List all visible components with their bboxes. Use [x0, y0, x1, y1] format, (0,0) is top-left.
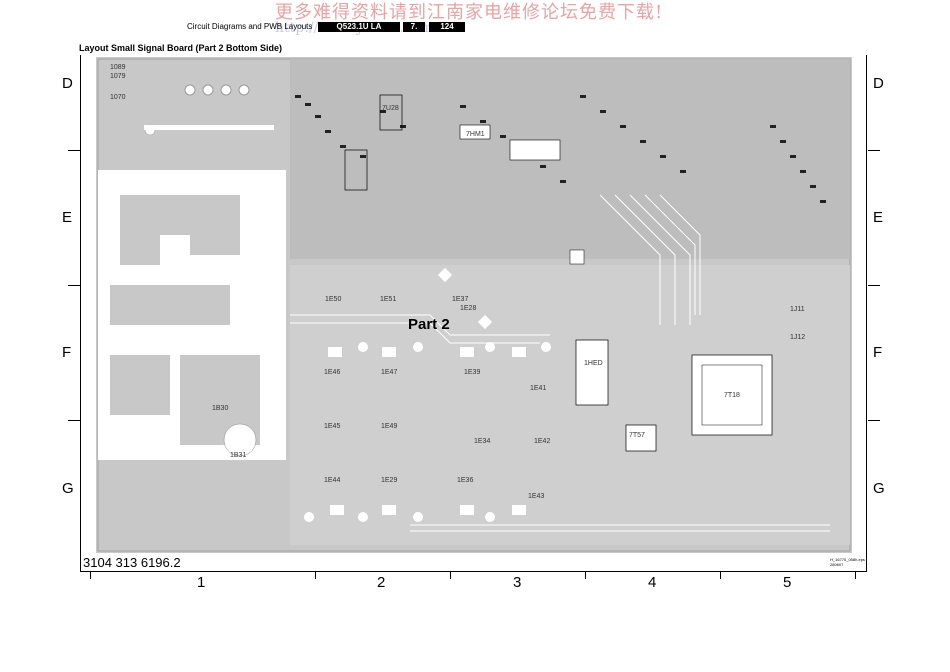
watermark-text: 更多难得资料请到江南家电维修论坛免费下载! [275, 2, 664, 23]
pcb-svg [96, 57, 852, 553]
comp-1hed: 1HED [584, 360, 603, 367]
comp-1e44: 1E44 [324, 477, 341, 484]
comp-7t18: 7T18 [724, 392, 740, 399]
comp-1e41: 1E41 [530, 385, 547, 392]
comp-1j12: 1J12 [790, 334, 806, 341]
pcb-layout [80, 55, 867, 572]
grid-row-d-left: D [62, 75, 73, 92]
comp-1b31: 1B31 [230, 452, 247, 459]
comp-1e49: 1E49 [381, 423, 398, 430]
part-label: Part 2 [408, 316, 450, 333]
comp-1e28: 1E28 [460, 305, 477, 312]
comp-1e50: 1E50 [325, 296, 342, 303]
grid-row-g-left: G [62, 480, 74, 497]
section-label: Circuit Diagrams and PWB Layouts [187, 22, 313, 31]
grid-row-e-right: E [873, 209, 884, 226]
grid-row-f-right: F [873, 344, 883, 361]
comp-1e29: 1E29 [381, 477, 398, 484]
comp-7u28: 7U28 [382, 105, 399, 112]
grid-row-g-right: G [873, 480, 885, 497]
comp-1070: 1070 [110, 94, 126, 101]
grid-row-d-right: D [873, 75, 884, 92]
grid-col-5: 5 [783, 574, 792, 591]
comp-1e36: 1E36 [457, 477, 474, 484]
frame-left [80, 55, 81, 572]
grid-col-2: 2 [377, 574, 386, 591]
comp-1089: 1089 [110, 64, 126, 71]
comp-1e46: 1E46 [324, 369, 341, 376]
comp-1e39: 1E39 [464, 369, 481, 376]
grid-row-f-left: F [62, 344, 72, 361]
comp-1e42: 1E42 [534, 438, 551, 445]
comp-1e37: 1E37 [452, 296, 469, 303]
comp-1e45: 1E45 [324, 423, 341, 430]
file-reference: H_16770_058h.eps 280607 [830, 557, 865, 567]
grid-col-3: 3 [513, 574, 522, 591]
grid-col-1: 1 [197, 574, 206, 591]
comp-1e34: 1E34 [474, 438, 491, 445]
comp-1e47: 1E47 [381, 369, 398, 376]
comp-1e43: 1E43 [528, 493, 545, 500]
part-number: 3104 313 6196.2 [83, 555, 181, 570]
grid-col-4: 4 [648, 574, 657, 591]
model-box: Q523.1U LA [318, 22, 400, 32]
chapter-box: 7. [403, 22, 425, 32]
comp-7t57: 7T57 [629, 432, 645, 439]
comp-1j11: 1J11 [790, 306, 805, 313]
comp-1e51: 1E51 [380, 296, 397, 303]
comp-1079: 1079 [110, 73, 126, 80]
frame-bottom [80, 571, 867, 572]
frame-right [866, 55, 867, 572]
file-ref-line2: 280607 [830, 562, 844, 567]
page-title: Layout Small Signal Board (Part 2 Bottom… [79, 43, 283, 53]
page-box: 124 [429, 22, 465, 32]
file-ref-line1: H_16770_058h.eps [830, 557, 865, 562]
grid-row-e-left: E [62, 209, 73, 226]
comp-7hm1: 7HM1 [466, 131, 485, 138]
comp-1b30: 1B30 [212, 405, 229, 412]
